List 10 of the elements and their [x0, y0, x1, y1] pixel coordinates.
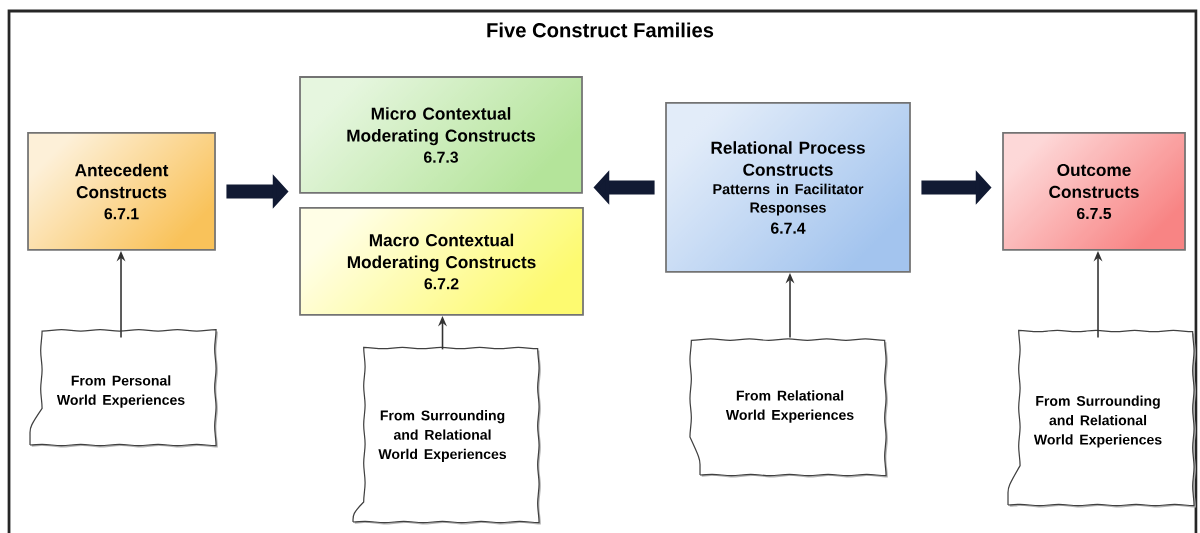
- construct-box: Relational Process Constructs Patterns in Facilitator Responses 6.7.4: [665, 102, 911, 273]
- note-box: From Relational World Experiences: [689, 338, 888, 478]
- construct-box: Outcome Constructs 6.7.5: [1002, 132, 1186, 251]
- note-box: From Surrounding and Relational World Experiences: [352, 346, 541, 525]
- note-box: From Surrounding and Relational World Experiences: [1007, 329, 1196, 508]
- diagram-title: Five Construct Families: [487, 22, 714, 38]
- construct-box: Micro Contextual Moderating Constructs 6.7.3: [299, 76, 583, 194]
- construct-box: Macro Contextual Moderating Constructs 6.7.2: [299, 207, 584, 316]
- note-box: From Personal World Experiences: [29, 329, 218, 448]
- construct-box: Antecedent Constructs 6.7.1: [27, 132, 216, 251]
